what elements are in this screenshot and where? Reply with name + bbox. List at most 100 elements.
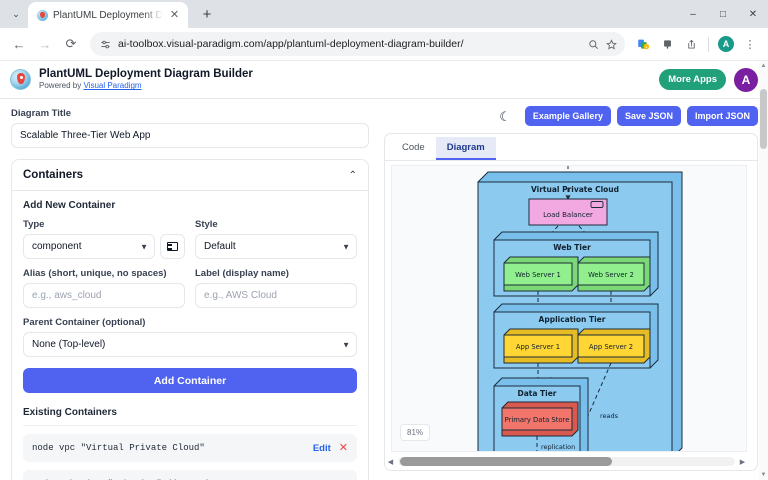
user-avatar[interactable]: A [734,67,758,92]
delete-icon[interactable]: ✕ [338,441,348,454]
list-item[interactable]: node web_tier "Web Tier" (in vpc) Edit ✕ [23,470,357,480]
type-controls: component ▼ [23,234,185,259]
window-minimize-button[interactable]: – [690,8,696,20]
zoom-icon[interactable] [588,39,599,50]
scroll-right-arrow-icon[interactable]: ▶ [739,458,746,466]
import-json-button[interactable]: Import JSON [686,106,758,126]
type-select[interactable]: component [23,234,155,259]
browser-menu-icon[interactable]: ⋮ [744,38,756,51]
reload-icon[interactable]: ⟳ [65,36,77,51]
horizontal-scrollbar[interactable]: ◀ ▶ [385,455,748,468]
back-icon[interactable]: ← [12,36,26,52]
app-header: PlantUML Deployment Diagram Builder Powe… [0,61,768,99]
type-field: Type component ▼ [23,219,185,259]
tab-code[interactable]: Code [402,142,425,153]
dark-mode-moon-icon[interactable]: ☾ [499,108,511,124]
container-code: node vpc "Virtual Private Cloud" [32,443,205,453]
deployment-diagram: Virtual Private Cloud Load Balancer [477,166,683,451]
style-field: Style Default ▼ [195,219,357,259]
url-text: ai-toolbox.visual-paradigm.com/app/plant… [118,38,464,50]
svg-text:Web Tier: Web Tier [553,243,591,252]
svg-text:replication: replication [541,443,575,451]
browser-tab[interactable]: PlantUML Deployment Diagram ✕ [28,2,188,28]
svg-text:Application Tier: Application Tier [539,315,606,324]
window-close-button[interactable]: ✕ [748,8,758,20]
tab-title: PlantUML Deployment Diagram [53,9,163,21]
save-json-button[interactable]: Save JSON [616,106,681,126]
vscroll-thumb[interactable] [760,89,767,149]
parent-field: Parent Container (optional) None (Top-le… [23,317,357,357]
containers-card-header[interactable]: Containers ⌃ [12,160,368,191]
type-style-row: Type component ▼ [23,219,357,259]
type-label: Type [23,219,45,230]
tab-diagram[interactable]: Diagram [435,137,496,160]
extension-colored-icon[interactable]: + [632,33,654,55]
label-input[interactable] [195,283,357,308]
label-field: Label (display name) [195,268,357,308]
app-logo-icon [10,69,31,90]
window-maximize-button[interactable]: □ [719,8,727,20]
tab-close-icon[interactable]: ✕ [169,8,180,21]
component-shape-icon [167,242,178,251]
profile-initial: A [718,36,734,52]
share-icon[interactable] [680,33,702,55]
browser-tabstrip: ⌄ PlantUML Deployment Diagram ✕ + – □ ✕ [0,0,768,28]
add-container-button[interactable]: Add Container [23,368,357,393]
site-settings-icon[interactable] [100,39,111,50]
existing-containers-title: Existing Containers [23,407,357,426]
hscroll-track[interactable] [398,457,735,466]
more-apps-button[interactable]: More Apps [659,69,726,90]
profile-avatar[interactable]: A [715,33,737,55]
svg-text:Web Server 1: Web Server 1 [515,271,561,279]
type-select-wrap: component ▼ [23,234,155,259]
alias-label: Alias (short, unique, no spaces) [23,268,167,279]
edit-link[interactable]: Edit [312,442,331,454]
powered-by-text: Powered by [39,81,84,91]
list-item[interactable]: node vpc "Virtual Private Cloud" Edit ✕ [23,434,357,462]
svg-text:App Server 2: App Server 2 [589,343,633,351]
diagram-canvas[interactable]: Virtual Private Cloud Load Balancer [391,165,747,452]
tab-search-icon[interactable]: ⌄ [12,8,20,19]
new-tab-button[interactable]: + [202,5,212,23]
containers-card: Containers ⌃ Add New Container Type comp… [11,159,369,480]
parent-select-wrap: None (Top-level) ▼ [23,332,357,357]
bookmark-star-icon[interactable] [606,38,617,50]
alias-input[interactable] [23,283,185,308]
cast-icon[interactable] [656,33,678,55]
diagram-title-input[interactable] [11,123,369,148]
forward-icon[interactable]: → [38,36,52,52]
add-new-container-title: Add New Container [23,200,116,211]
svg-text:Primary Data Store: Primary Data Store [505,416,570,424]
style-select[interactable]: Default [195,234,357,259]
hscroll-thumb[interactable] [400,457,613,466]
top-actions-bar: ☾ Example Gallery Save JSON Import JSON [384,105,758,127]
scroll-left-arrow-icon[interactable]: ◀ [387,458,394,466]
browser-toolbar: ← → ⟳ ai-toolbox.visual-paradigm.com/app… [0,28,768,61]
component-shape-icon-button[interactable] [160,234,185,259]
scroll-up-arrow-icon[interactable]: ▲ [760,63,767,69]
preview-tabs: Code Diagram Import to Visual Paradigm [385,134,757,161]
right-preview-panel: ☾ Example Gallery Save JSON Import JSON … [380,99,768,480]
tab-favicon-icon [37,9,48,21]
visual-paradigm-link[interactable]: Visual Paradigm [83,81,142,91]
example-gallery-button[interactable]: Example Gallery [524,106,611,126]
style-select-wrap: Default ▼ [195,234,357,259]
svg-text:Data Tier: Data Tier [517,389,556,398]
edit-link[interactable]: Edit [313,479,331,480]
svg-text:Load Balancer: Load Balancer [543,211,593,219]
label-label: Label (display name) [195,268,289,279]
chevron-up-icon[interactable]: ⌃ [348,169,357,181]
style-label: Style [195,219,218,230]
alias-field: Alias (short, unique, no spaces) [23,268,185,308]
parent-select[interactable]: None (Top-level) [23,332,357,357]
address-bar[interactable]: ai-toolbox.visual-paradigm.com/app/plant… [90,32,625,56]
svg-text:Web Server 2: Web Server 2 [588,271,634,279]
svg-text:reads: reads [600,412,619,420]
delete-icon[interactable]: ✕ [339,478,348,480]
svg-text:+: + [645,44,648,49]
preview-panel-box: Code Diagram Import to Visual Paradigm [384,133,758,471]
page-content: PlantUML Deployment Diagram Builder Powe… [0,61,768,480]
scroll-down-arrow-icon[interactable]: ▼ [760,472,767,478]
page-vertical-scrollbar[interactable]: ▲ ▼ [759,61,768,480]
